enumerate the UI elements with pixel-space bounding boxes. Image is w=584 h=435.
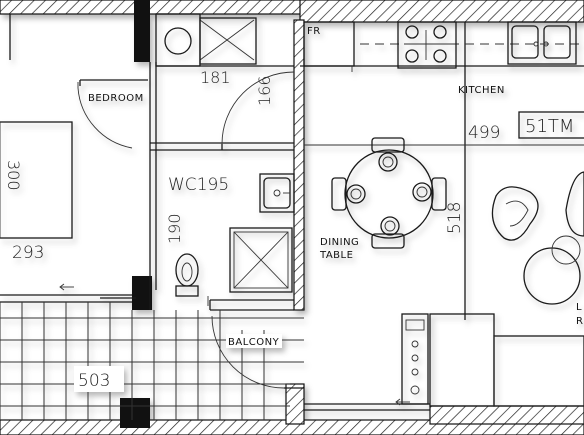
kitchen-label: KITCHEN bbox=[458, 85, 505, 96]
kitchen: FR KITCHEN 499 51TM bbox=[300, 21, 584, 143]
kitchen-sink bbox=[507, 21, 577, 65]
armchair-2 bbox=[565, 171, 584, 237]
bedroom-dimension: 293 bbox=[12, 243, 44, 263]
living-bottom-wall bbox=[429, 405, 584, 425]
column-bottom bbox=[120, 398, 150, 428]
bed bbox=[0, 121, 73, 239]
dining-table bbox=[331, 137, 447, 249]
wc-sink bbox=[259, 173, 295, 213]
corridor: 181 166 bbox=[155, 13, 295, 150]
balcony-dimension: 503 bbox=[78, 371, 110, 391]
area-box bbox=[518, 111, 584, 139]
balcony-right-wall bbox=[285, 383, 305, 425]
bedroom-door-swing bbox=[77, 82, 133, 149]
coffee-table bbox=[523, 235, 581, 305]
living-room: L R bbox=[395, 171, 584, 407]
living-label-fragment-2: R bbox=[576, 316, 583, 327]
wc-label: WC195 bbox=[168, 175, 229, 195]
balcony: 503 BALCONY bbox=[0, 302, 304, 420]
armchair-1 bbox=[491, 186, 539, 241]
column-top bbox=[134, 0, 150, 62]
wc-toilet bbox=[175, 253, 199, 297]
fridge-label: FR bbox=[307, 26, 321, 37]
balcony-tiles bbox=[0, 302, 304, 420]
kitchen-top-wall bbox=[299, 0, 584, 23]
dining-label-line2: TABLE bbox=[319, 250, 353, 261]
tv-cabinet bbox=[401, 313, 429, 405]
wc-door-swing bbox=[221, 71, 295, 145]
kitchen-dimension: 499 bbox=[468, 123, 500, 143]
dining: DINING TABLE 518 bbox=[319, 137, 465, 261]
bedroom-label: BEDROOM bbox=[88, 93, 144, 104]
corridor-side-dimension: 166 bbox=[255, 75, 274, 106]
dining-dimension: 518 bbox=[445, 202, 465, 234]
wc: WC195 190 bbox=[165, 173, 295, 306]
wc-shower bbox=[229, 227, 293, 293]
living-label-fragment-1: L bbox=[576, 302, 582, 313]
dining-label-line1: DINING bbox=[320, 237, 359, 248]
bedroom-side-dimension: 300 bbox=[4, 160, 23, 191]
washer-drum bbox=[164, 27, 192, 55]
kitchen-stove bbox=[397, 21, 457, 69]
balcony-label: BALCONY bbox=[228, 337, 280, 348]
area-label: 51TM bbox=[525, 116, 574, 137]
wc-side-dimension: 190 bbox=[165, 213, 184, 244]
sofa bbox=[429, 313, 584, 407]
corridor-dimension: 181 bbox=[200, 68, 231, 87]
wc-right-wall bbox=[293, 19, 305, 311]
column-middle bbox=[132, 276, 152, 310]
balcony-door-swing bbox=[211, 315, 285, 389]
bedroom: 300 293 BEDROOM bbox=[0, 79, 148, 291]
